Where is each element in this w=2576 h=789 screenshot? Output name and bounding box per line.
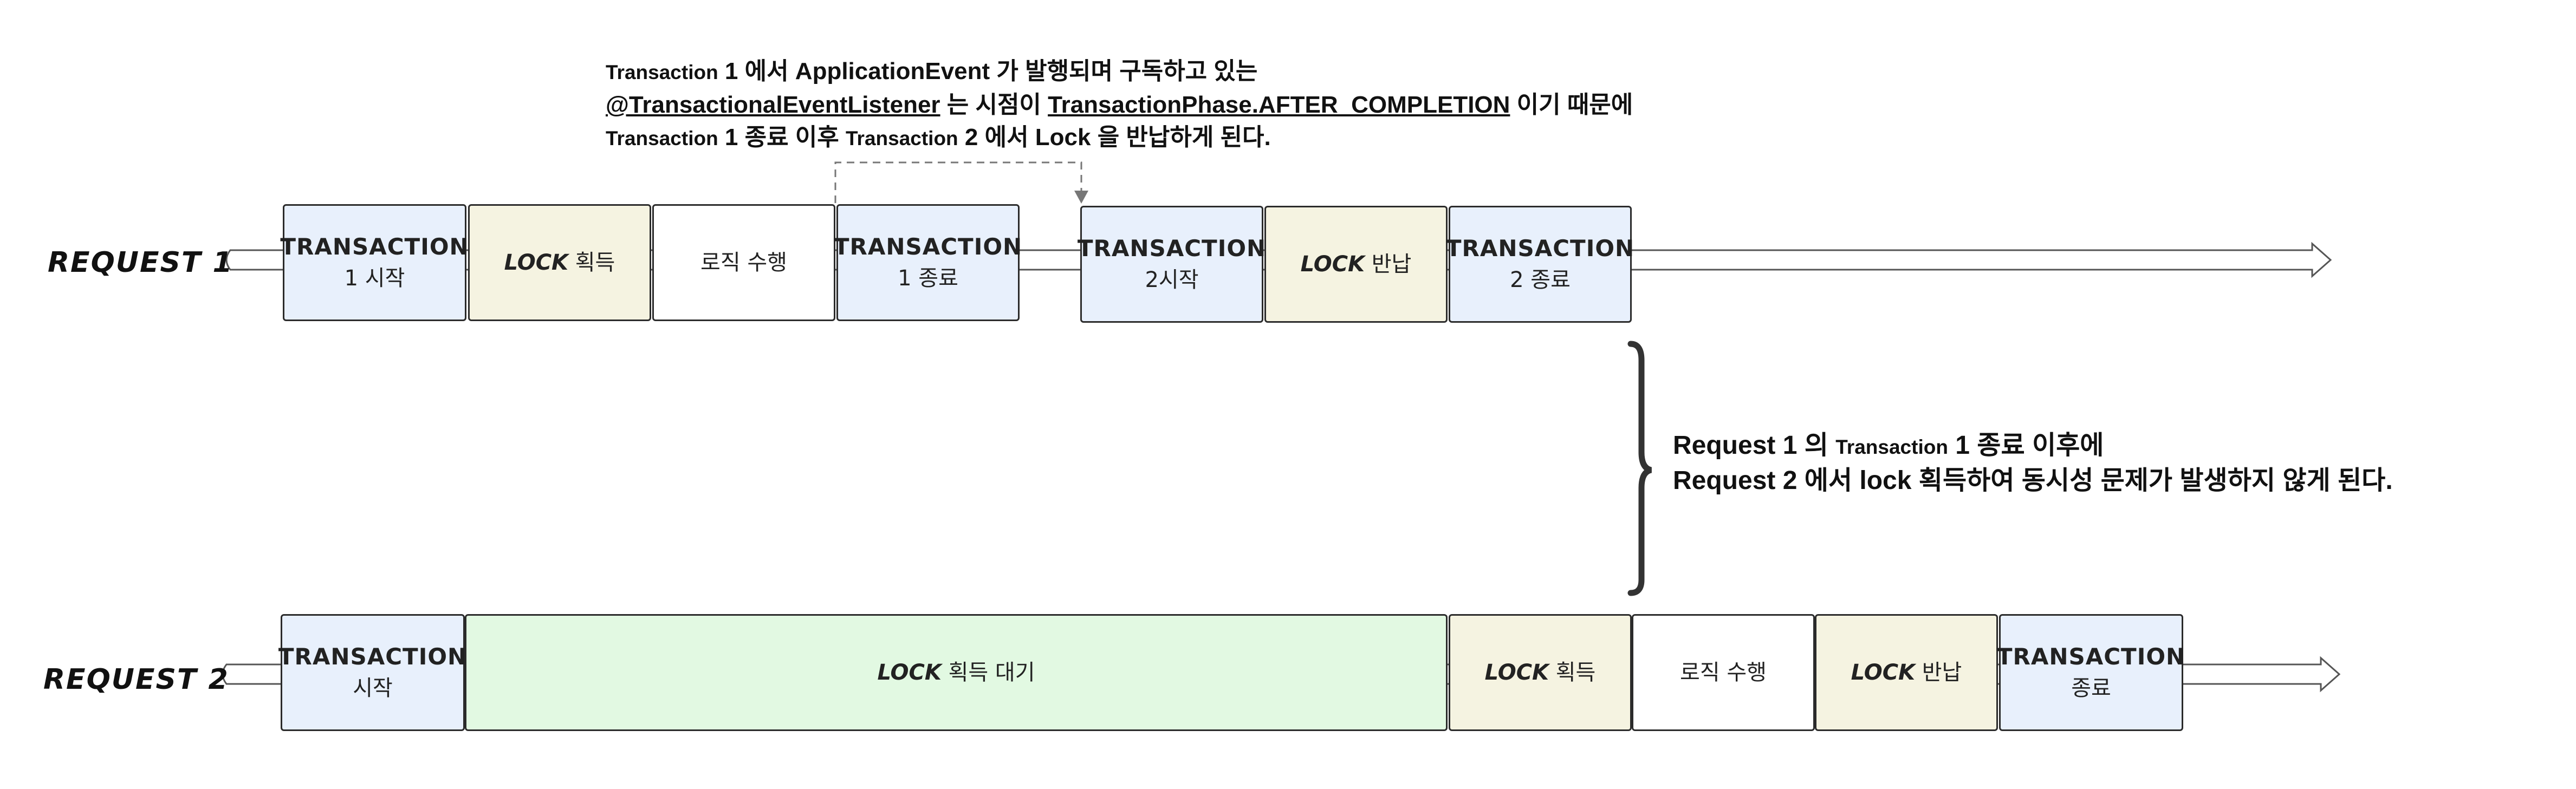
transaction-title: TRANSACTION: [833, 233, 1023, 260]
request1-step-7-label: TRANSACTION 2 종료: [1446, 233, 1634, 296]
note-text: 2 에서 Lock 을 반납하게 된다.: [958, 124, 1271, 151]
lock-action: 반납: [1365, 252, 1412, 277]
event-listener-note-line-2: @TransactionalEventListener 는 시점이 Transa…: [606, 89, 1633, 121]
lock-keyword: LOCK: [1484, 660, 1549, 685]
event-listener-note-line-3: Transaction 1 종료 이후 Transaction 2 에서 Loc…: [606, 121, 1633, 155]
note-text: 1 에서 ApplicationEvent 가 발행되며 구독하고 있는: [718, 58, 1258, 84]
transaction-title: TRANSACTION: [1077, 235, 1267, 262]
note-text: Request 2 에서 lock 획득하여 동시성 문제가 발생하지 않게 된…: [1673, 466, 2393, 495]
request2-step-1: TRANSACTION 시작: [278, 614, 467, 731]
request1-step-3: 로직 수행: [652, 204, 835, 321]
request2-step-4-label: 로직 수행: [1680, 660, 1767, 685]
event-listener-note: Transaction 1 에서 ApplicationEvent 가 발행되며…: [606, 55, 1633, 155]
lock-keyword: LOCK: [877, 660, 942, 685]
request2-step-3-label: LOCK 획득: [1485, 657, 1596, 688]
curly-brace: [1627, 341, 1652, 596]
request1-step-5-label: TRANSACTION 2시작: [1078, 233, 1266, 296]
transaction-state: 1 종료: [898, 266, 958, 291]
note-text: Request 1 의: [1673, 431, 1836, 460]
note-text: 1 종료 이후: [718, 124, 846, 151]
request1-step-2: LOCK 획득: [468, 204, 651, 321]
request2-step-6-label: TRANSACTION 종료: [1997, 641, 2185, 704]
request1-step-1: TRANSACTION 1 시작: [280, 204, 469, 321]
transaction-title: TRANSACTION: [280, 233, 469, 260]
transaction-state: 1 시작: [344, 266, 405, 291]
request2-step-5-label: LOCK 반납: [1851, 657, 1962, 688]
transaction-state: 2시작: [1145, 268, 1199, 292]
request1-label: REQUEST 1: [48, 246, 233, 279]
request2-step-6: TRANSACTION 종료: [1997, 614, 2185, 731]
request2-step-4: 로직 수행: [1632, 614, 1815, 731]
lock-action: 획득: [568, 250, 615, 275]
transaction-title: TRANSACTION: [1996, 643, 2186, 670]
lock-action: 반납: [1915, 660, 1962, 685]
lock-action: 획득: [1549, 660, 1596, 685]
note-text: Transaction: [606, 127, 718, 149]
request2-step-1-label: TRANSACTION 시작: [278, 641, 467, 704]
concurrency-note: Request 1 의 Transaction 1 종료 이후에 Request…: [1673, 429, 2393, 498]
lock-action: 획득 대기: [941, 660, 1035, 685]
request1-step-4: TRANSACTION 1 종료: [834, 204, 1022, 321]
request1-step-5: TRANSACTION 2시작: [1078, 206, 1266, 323]
transaction-state: 종료: [2071, 676, 2111, 701]
lock-keyword: LOCK: [504, 250, 569, 275]
note-text: 1 종료 이후에: [1948, 431, 2104, 460]
transaction-title: TRANSACTION: [1445, 235, 1635, 262]
event-connector-arrowhead: [1074, 191, 1088, 204]
request1-step-2-label: LOCK 획득: [504, 247, 615, 278]
request1-step-3-label: 로직 수행: [700, 250, 787, 275]
request1-step-6-label: LOCK 반납: [1301, 249, 1412, 280]
code-reference: @TransactionalEventListener: [606, 92, 940, 118]
note-text: Transaction: [606, 61, 718, 83]
concurrency-note-line-1: Request 1 의 Transaction 1 종료 이후에: [1673, 429, 2393, 464]
concurrency-note-line-2: Request 2 에서 lock 획득하여 동시성 문제가 발생하지 않게 된…: [1673, 464, 2393, 498]
code-reference: TransactionPhase.AFTER_COMPLETION: [1048, 92, 1510, 118]
request2-step-5: LOCK 반납: [1815, 614, 1998, 731]
request2-step-2-label: LOCK 획득 대기: [877, 657, 1035, 688]
request2-step-2: LOCK 획득 대기: [465, 614, 1448, 731]
event-connector-line: [834, 161, 1082, 203]
request2-label: REQUEST 2: [43, 663, 229, 696]
transaction-state: 시작: [353, 676, 393, 701]
transaction-state: 2 종료: [1510, 268, 1571, 292]
request1-step-4-label: TRANSACTION 1 종료: [834, 231, 1022, 294]
request2-step-3: LOCK 획득: [1449, 614, 1632, 731]
request1-step-1-label: TRANSACTION 1 시작: [280, 231, 469, 294]
request1-step-7: TRANSACTION 2 종료: [1446, 206, 1634, 323]
lock-keyword: LOCK: [1300, 252, 1365, 277]
event-listener-note-line-1: Transaction 1 에서 ApplicationEvent 가 발행되며…: [606, 55, 1633, 89]
note-text: 이기 때문에: [1510, 92, 1633, 118]
note-text: Transaction: [845, 127, 958, 149]
request1-step-6: LOCK 반납: [1264, 206, 1448, 323]
transaction-title: TRANSACTION: [278, 643, 468, 670]
note-text: 는 시점이: [940, 92, 1048, 118]
note-text: Transaction: [1835, 436, 1948, 458]
lock-keyword: LOCK: [1851, 660, 1916, 685]
